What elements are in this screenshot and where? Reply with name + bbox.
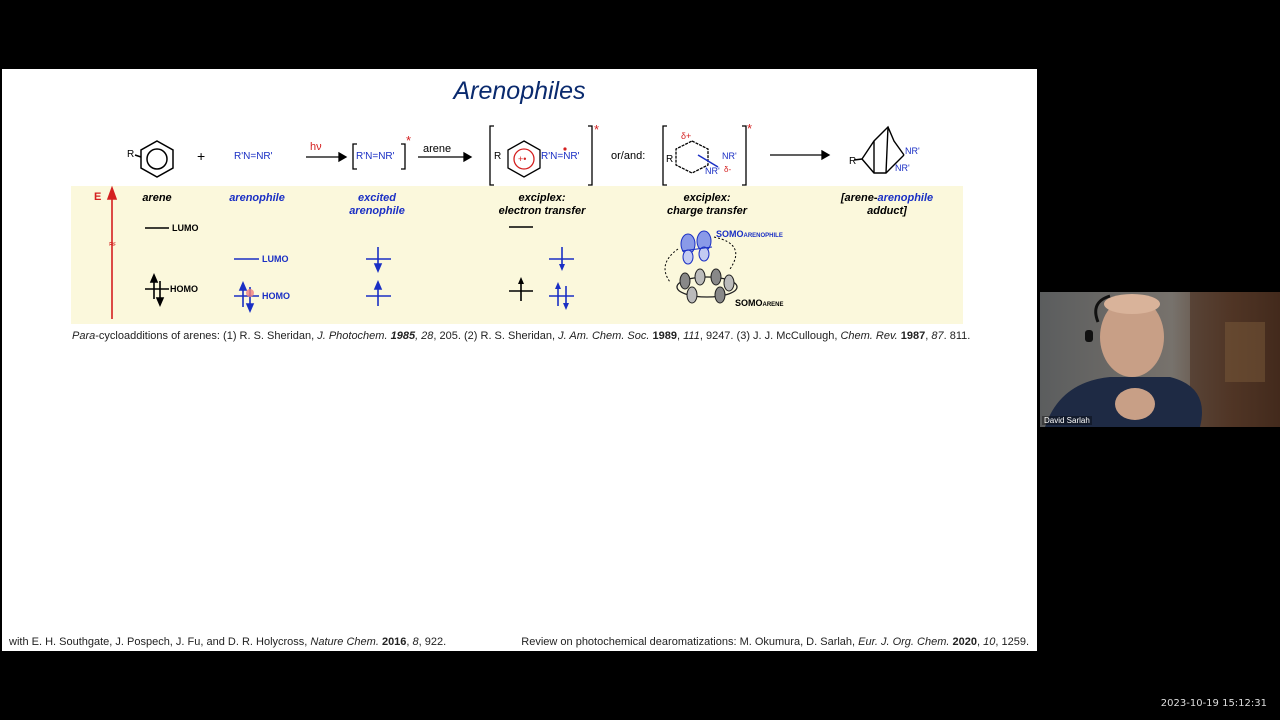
star-1: * [406,133,412,148]
col-ct-l2: charge transfer [666,205,748,217]
presentation-slide: Arenophiles arene arenophile excited are… [2,69,1037,651]
col-charge-transfer: exciplex: charge transfer [647,192,767,218]
arene-levels-icon [145,227,169,308]
delta-plus: δ+ [681,131,692,141]
somo-arenophile-label: SOMOARENOPHILE [716,229,783,239]
col-et-l2: electron transfer [498,205,586,217]
col-arene: arene [142,192,172,204]
webcam-tile[interactable]: David Sarlah [1040,292,1280,427]
cursor-pointer-icon [246,289,254,297]
delta-minus: δ- [724,165,732,174]
col-adduct-l1a: [arene- [840,192,878,204]
star-2: * [594,122,600,137]
energy-axis-icon [106,185,118,319]
r-label-2: R [494,151,502,162]
hv-arrow-icon [306,151,348,163]
slide-title: Arenophiles [453,77,586,105]
r-label-4: R [849,156,857,167]
arene-over-arrow: arene [423,143,452,155]
benzene-ring-1-icon [134,140,174,178]
plus-sign: + [197,148,206,164]
arenophile-homo-label: HOMO [262,291,290,301]
participant-name: David Sarlah [1042,416,1092,425]
star-3: * [747,121,753,136]
arene-arrow-icon [418,151,473,163]
energy-axis-label: E [94,191,102,203]
arene-lumo-label: LUMO [172,223,199,233]
hv-label: hν [310,141,322,153]
scheme-drawing: +• ≈ [106,125,905,319]
azo-compound: R'N=NR' [234,151,273,162]
bracket-excited-icon [352,143,406,170]
col-adduct-l1b: arenophile [877,192,934,204]
arenophile-levels-icon [234,258,259,314]
radical-cation-icon: +• [518,154,526,164]
exciplex-azo: R'N=NR' [541,151,580,162]
speaker-silhouette-icon [1045,292,1280,427]
nr-label-ct2: NR' [705,166,720,176]
r-label-3: R [666,154,674,165]
col-excited-l2: arenophile [349,205,405,217]
col-excited-arenophile: excited arenophile [332,192,422,218]
nr-label-ct1: NR' [722,151,737,161]
col-ct-l1: exciplex: [683,192,731,204]
somo-orbital-icon [664,230,738,304]
nr-label-adduct1: NR' [905,146,920,156]
footer-citation-left: with E. H. Southgate, J. Pospech, J. Fu,… [9,636,447,648]
somo-arene-label: SOMOARENE [735,298,784,308]
footer-citation-right: Review on photochemical dearomatizations… [521,636,1029,648]
col-et-l1: exciplex: [518,192,566,204]
col-arenophile: arenophile [229,192,285,204]
arene-homo-label: HOMO [170,284,198,294]
excited-azo: R'N=NR' [356,151,395,162]
bicyclic-adduct-icon [853,125,905,174]
axis-break-icon: ≈ [108,239,116,250]
bracket-et-icon [489,125,593,186]
col-adduct-l2: adduct] [867,205,907,217]
excited-levels-icon [366,247,391,306]
col-excited-l1: excited [358,192,396,204]
col-adduct: [arene-arenophile adduct] [822,192,952,218]
product-arrow-icon [770,149,831,161]
radical-dot-icon [563,147,567,151]
arenophile-lumo-label: LUMO [262,254,289,264]
r-label-1: R [127,149,135,160]
references-line: Para-cycloadditions of arenes: (1) R. S.… [72,330,971,342]
nr-label-adduct2: NR' [895,163,910,173]
energy-diagram-band [71,186,963,324]
recording-timestamp: 2023-10-19 15:12:31 [1160,698,1267,709]
et-levels-icon [509,226,574,310]
or-and-label: or/and: [611,150,646,162]
col-electron-transfer: exciplex: electron transfer [477,192,607,218]
bracket-ct-icon [662,125,747,186]
